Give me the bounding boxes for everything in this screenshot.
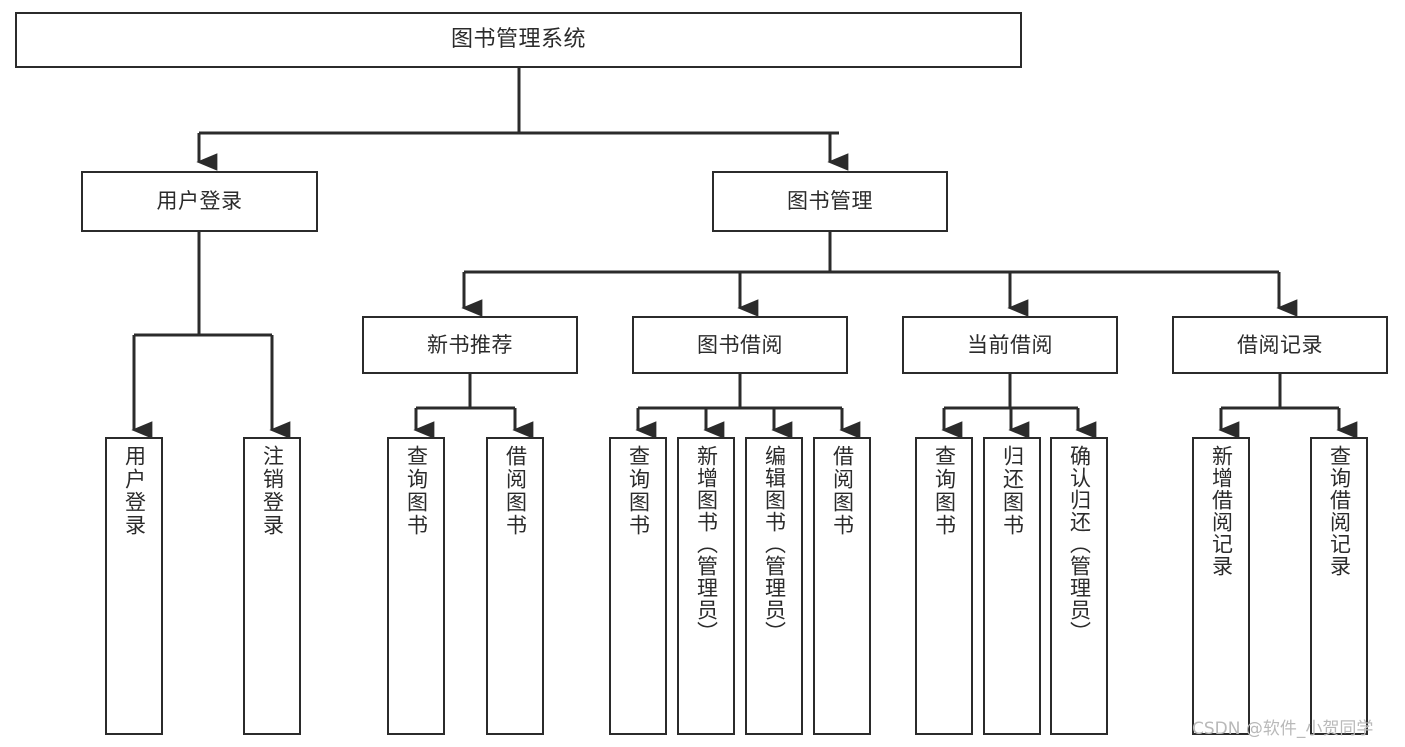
node-label: 图书管理 xyxy=(787,189,873,214)
node-label: 新增图书（管理员） xyxy=(694,445,719,643)
node-label: 用户登录 xyxy=(156,189,243,214)
node-new-book-recommend[interactable]: 新书推荐 xyxy=(362,316,578,374)
csdn-watermark: CSDN @软件_小贺同学 xyxy=(1192,719,1374,739)
node-book-management[interactable]: 图书管理 xyxy=(712,171,948,232)
node-label: 当前借阅 xyxy=(967,332,1053,357)
leaf-node-borrow-book[interactable]: 借阅图书 xyxy=(813,437,871,735)
leaf-node-edit-book-admin[interactable]: 编辑图书（管理员） xyxy=(745,437,803,735)
node-label: 图书借阅 xyxy=(697,332,783,357)
node-borrow-record[interactable]: 借阅记录 xyxy=(1172,316,1388,374)
leaf-node-confirm-return-admin[interactable]: 确认归还（管理员） xyxy=(1050,437,1108,735)
node-user-login[interactable]: 用户登录 xyxy=(81,171,318,232)
node-label: 查询图书 xyxy=(626,445,651,537)
leaf-node-borrow-book-recommend[interactable]: 借阅图书 xyxy=(486,437,544,735)
node-label: 查询图书 xyxy=(932,445,957,537)
leaf-node-user-login[interactable]: 用户登录 xyxy=(105,437,163,735)
node-current-borrow[interactable]: 当前借阅 xyxy=(902,316,1118,374)
node-label: 查询借阅记录 xyxy=(1327,445,1352,577)
leaf-node-return-book[interactable]: 归还图书 xyxy=(983,437,1041,735)
node-label: 编辑图书（管理员） xyxy=(762,445,787,643)
leaf-node-query-book-current[interactable]: 查询图书 xyxy=(915,437,973,735)
node-label: 新书推荐 xyxy=(427,332,513,357)
node-label: 查询图书 xyxy=(404,445,429,537)
node-label: 用户登录 xyxy=(122,445,147,537)
leaf-node-query-book-borrow[interactable]: 查询图书 xyxy=(609,437,667,735)
node-root-system[interactable]: 图书管理系统 xyxy=(15,12,1022,68)
node-book-borrow[interactable]: 图书借阅 xyxy=(632,316,848,374)
leaf-node-query-borrow-record[interactable]: 查询借阅记录 xyxy=(1310,437,1368,735)
node-label: 新增借阅记录 xyxy=(1209,445,1234,577)
node-label: 借阅记录 xyxy=(1237,332,1323,357)
node-label: 借阅图书 xyxy=(830,445,855,537)
node-label: 归还图书 xyxy=(1000,445,1025,537)
leaf-node-add-borrow-record[interactable]: 新增借阅记录 xyxy=(1192,437,1250,735)
node-label: 注销登录 xyxy=(260,445,285,537)
node-label: 确认归还（管理员） xyxy=(1067,445,1092,643)
node-label: 图书管理系统 xyxy=(450,27,586,53)
leaf-node-query-book-recommend[interactable]: 查询图书 xyxy=(387,437,445,735)
leaf-node-add-book-admin[interactable]: 新增图书（管理员） xyxy=(677,437,735,735)
leaf-node-logout[interactable]: 注销登录 xyxy=(243,437,301,735)
node-label: 借阅图书 xyxy=(503,445,528,537)
